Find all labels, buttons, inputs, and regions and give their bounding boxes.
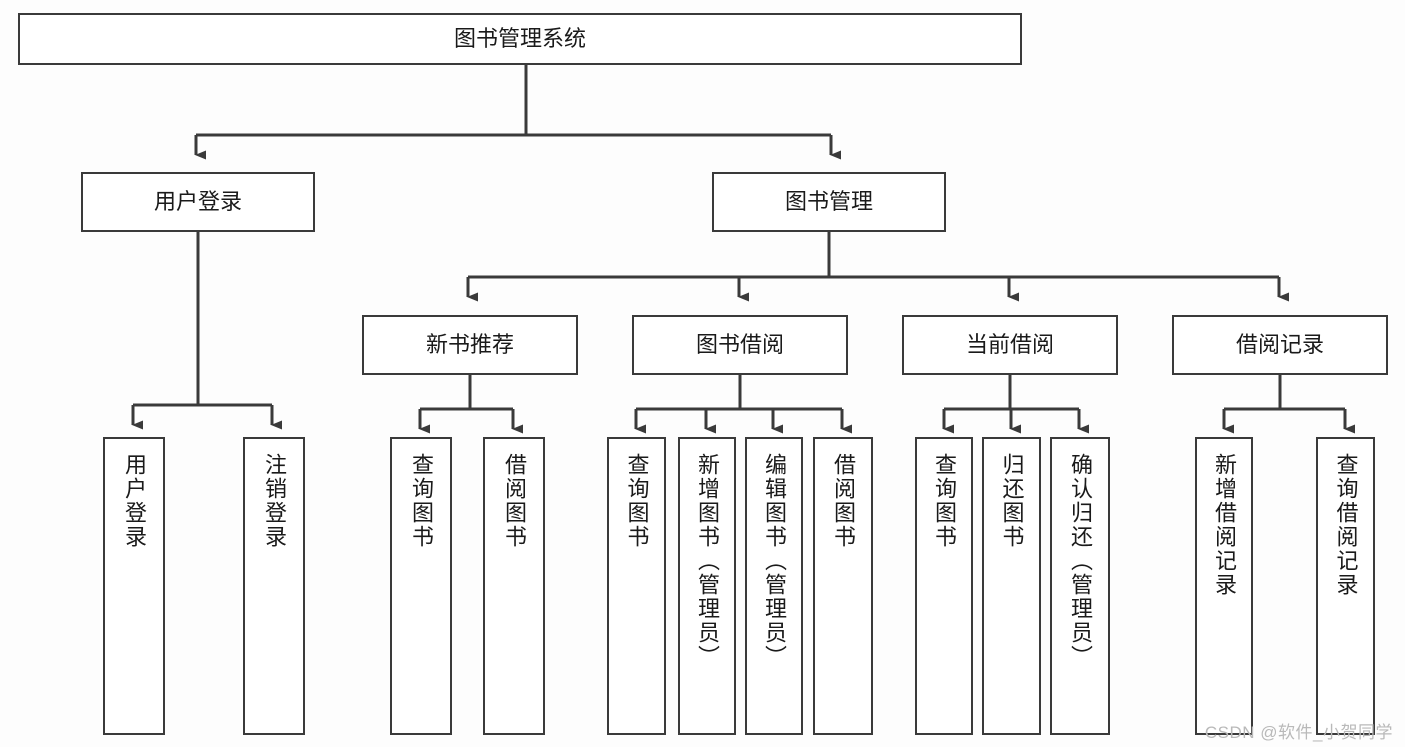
node-new-book-recommend[interactable]: 新书推荐: [362, 315, 578, 375]
leaf-confirm-return-admin[interactable]: 确认归还（管理员）: [1050, 437, 1110, 735]
node-label: 图书管理系统: [453, 25, 586, 51]
node-label: 查询图书: [624, 453, 650, 549]
node-book-borrow[interactable]: 图书借阅: [632, 315, 848, 375]
node-current-borrow[interactable]: 当前借阅: [902, 315, 1118, 375]
node-label: 新增图书（管理员）: [695, 453, 720, 669]
node-root[interactable]: 图书管理系统: [18, 13, 1022, 65]
node-book-management[interactable]: 图书管理: [712, 172, 946, 232]
node-label: 新增借阅记录: [1212, 453, 1237, 597]
node-user-login[interactable]: 用户登录: [81, 172, 315, 232]
node-label: 归还图书: [999, 453, 1025, 549]
leaf-edit-book-admin[interactable]: 编辑图书（管理员）: [745, 437, 803, 735]
node-label: 借阅图书: [502, 453, 527, 549]
node-borrow-records[interactable]: 借阅记录: [1172, 315, 1388, 375]
leaf-borrow-books-recommend[interactable]: 借阅图书: [483, 437, 545, 735]
node-label: 借阅记录: [1235, 331, 1324, 357]
node-label: 确认归还（管理员）: [1068, 453, 1093, 669]
node-label: 查询图书: [409, 453, 434, 549]
leaf-borrow-book[interactable]: 借阅图书: [813, 437, 873, 735]
leaf-query-books-recommend[interactable]: 查询图书: [390, 437, 452, 735]
node-label: 当前借阅: [965, 331, 1054, 357]
node-label: 图书管理: [784, 188, 873, 214]
leaf-add-borrow-record[interactable]: 新增借阅记录: [1195, 437, 1253, 735]
watermark-text: CSDN @软件_小贺同学: [1204, 723, 1393, 742]
node-label: 用户登录: [153, 188, 242, 214]
leaf-query-books-current[interactable]: 查询图书: [915, 437, 973, 735]
leaf-query-borrow-record[interactable]: 查询借阅记录: [1316, 437, 1375, 735]
node-label: 编辑图书（管理员）: [762, 453, 787, 669]
leaf-query-books-borrow[interactable]: 查询图书: [607, 437, 666, 735]
leaf-user-login[interactable]: 用户登录: [103, 437, 165, 735]
node-label: 用户登录: [122, 453, 147, 549]
node-label: 图书借阅: [695, 331, 784, 357]
leaf-add-book-admin[interactable]: 新增图书（管理员）: [678, 437, 736, 735]
leaf-user-logout[interactable]: 注销登录: [243, 437, 305, 735]
node-label: 借阅图书: [831, 453, 856, 549]
node-label: 查询借阅记录: [1333, 453, 1359, 597]
node-label: 注销登录: [262, 453, 287, 549]
node-label: 查询图书: [932, 453, 957, 549]
leaf-return-book[interactable]: 归还图书: [982, 437, 1041, 735]
node-label: 新书推荐: [425, 331, 514, 357]
